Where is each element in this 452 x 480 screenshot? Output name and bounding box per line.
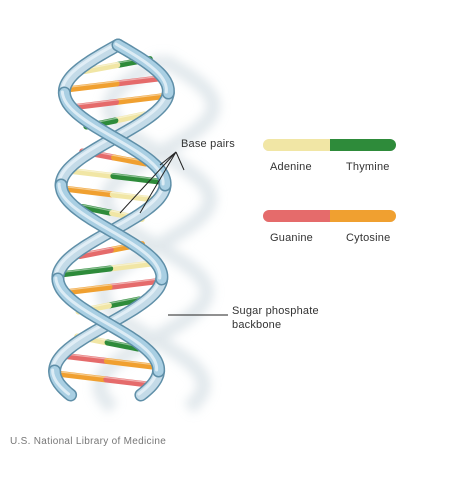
base-right	[104, 339, 142, 352]
base-left	[112, 111, 148, 124]
backbone-highlight	[60, 42, 118, 94]
base-left	[79, 204, 116, 216]
credit-text: U.S. National Library of Medicine	[10, 436, 167, 447]
backbone-front-segment	[111, 38, 175, 100]
base-right	[110, 173, 167, 185]
base-highlight	[56, 352, 157, 366]
base-highlight	[59, 259, 161, 274]
backbone-highlight	[57, 182, 162, 280]
cytosine-swatch	[329, 210, 396, 222]
base-left	[60, 185, 116, 198]
base-pairs-pointer-4	[175, 151, 185, 171]
base-right	[63, 80, 120, 93]
backbone-highlight	[54, 276, 159, 372]
adenine-swatch	[263, 139, 330, 151]
guanine-cytosine-bar	[263, 210, 396, 222]
guanine-label: Guanine	[270, 232, 313, 244]
base-right	[111, 154, 149, 167]
base-highlight	[65, 74, 168, 89]
thymine-swatch	[329, 139, 396, 151]
base-highlight	[66, 93, 166, 107]
backbone-front-segment	[48, 364, 78, 402]
base-right	[103, 358, 160, 370]
base-right	[81, 62, 121, 74]
base-pairs-pointer-2	[119, 151, 177, 214]
backbone-highlight	[114, 42, 168, 94]
base-left	[53, 370, 110, 383]
thymine-label: Thymine	[346, 161, 390, 173]
base-highlight	[56, 370, 157, 385]
base-left	[106, 278, 162, 290]
base-left	[113, 93, 168, 105]
backbone-back-segment	[57, 38, 125, 100]
sugar-phosphate-label-line2: backbone	[232, 319, 282, 331]
base-right	[76, 247, 114, 259]
backbone-front-segment	[54, 178, 169, 286]
sugar-phosphate-backbone-strands	[48, 38, 175, 402]
guanine-swatch	[263, 210, 330, 222]
backbone-highlight	[60, 90, 165, 186]
cytosine-label: Cytosine	[346, 232, 391, 244]
sugar-phosphate-label-line1: Sugar phosphate	[232, 305, 319, 317]
base-pairs-pointer-3	[139, 151, 177, 214]
backbone-fill	[59, 40, 123, 98]
adenine-label: Adenine	[270, 161, 312, 173]
backbone-highlight	[51, 368, 71, 396]
base-highlight	[59, 278, 160, 292]
base-highlight	[63, 185, 163, 200]
pointer-lines	[119, 151, 228, 316]
base-pairs-label: Base pairs	[181, 138, 235, 150]
base-left	[105, 296, 143, 309]
base-right	[57, 265, 114, 278]
base-highlight	[62, 167, 164, 181]
adenine-thymine-bar	[263, 139, 396, 151]
backbone-front-segment	[51, 272, 166, 378]
